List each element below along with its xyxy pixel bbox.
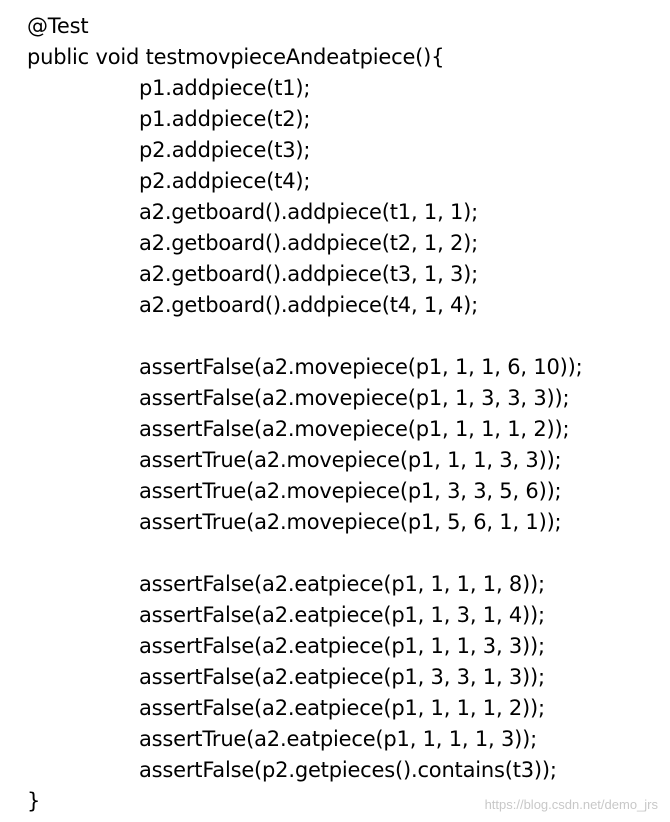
code-line: assertFalse(a2.eatpiece(p1, 1, 1, 1, 2))… xyxy=(139,696,545,720)
eat-asserts-section: assertFalse(a2.eatpiece(p1, 1, 1, 1, 8))… xyxy=(27,569,667,786)
code-line: assertFalse(a2.eatpiece(p1, 1, 3, 1, 4))… xyxy=(139,603,545,627)
code-line: assertTrue(a2.movepiece(p1, 1, 1, 3, 3))… xyxy=(139,448,562,472)
code-line: a2.getboard().addpiece(t4, 1, 4); xyxy=(139,293,479,317)
code-line: assertFalse(a2.eatpiece(p1, 3, 3, 1, 3))… xyxy=(139,665,545,689)
code-line-annotation: @Test xyxy=(27,14,89,38)
code-line: a2.getboard().addpiece(t2, 1, 2); xyxy=(139,231,479,255)
setup-section: p1.addpiece(t1); p1.addpiece(t2); p2.add… xyxy=(27,73,667,321)
watermark: https://blog.csdn.net/demo_jrs xyxy=(484,797,658,812)
code-line-signature: public void testmovpieceAndeatpiece(){ xyxy=(27,45,445,69)
move-asserts-section: assertFalse(a2.movepiece(p1, 1, 1, 6, 10… xyxy=(27,352,667,538)
code-line: assertFalse(a2.movepiece(p1, 1, 3, 3, 3)… xyxy=(139,386,570,410)
code-line: assertTrue(a2.movepiece(p1, 3, 3, 5, 6))… xyxy=(139,479,562,503)
code-line: assertFalse(a2.eatpiece(p1, 1, 1, 3, 3))… xyxy=(139,634,545,658)
code-line: assertFalse(p2.getpieces().contains(t3))… xyxy=(139,758,557,782)
code-line: p1.addpiece(t1); xyxy=(139,76,311,100)
code-line-closing-brace: } xyxy=(27,789,41,813)
code-line: p2.addpiece(t3); xyxy=(139,138,311,162)
code-line: assertTrue(a2.movepiece(p1, 5, 6, 1, 1))… xyxy=(139,510,562,534)
code-line: assertFalse(a2.movepiece(p1, 1, 1, 6, 10… xyxy=(139,355,583,379)
code-line: p2.addpiece(t4); xyxy=(139,169,311,193)
code-line: a2.getboard().addpiece(t3, 1, 3); xyxy=(139,262,479,286)
blank-line xyxy=(27,538,667,569)
blank-line xyxy=(27,321,667,352)
code-line: assertTrue(a2.eatpiece(p1, 1, 1, 1, 3)); xyxy=(139,727,538,751)
code-line: assertFalse(a2.movepiece(p1, 1, 1, 1, 2)… xyxy=(139,417,570,441)
code-block: @Test public void testmovpieceAndeatpiec… xyxy=(27,11,667,817)
code-line: assertFalse(a2.eatpiece(p1, 1, 1, 1, 8))… xyxy=(139,572,545,596)
code-line: p1.addpiece(t2); xyxy=(139,107,311,131)
code-line: a2.getboard().addpiece(t1, 1, 1); xyxy=(139,200,479,224)
